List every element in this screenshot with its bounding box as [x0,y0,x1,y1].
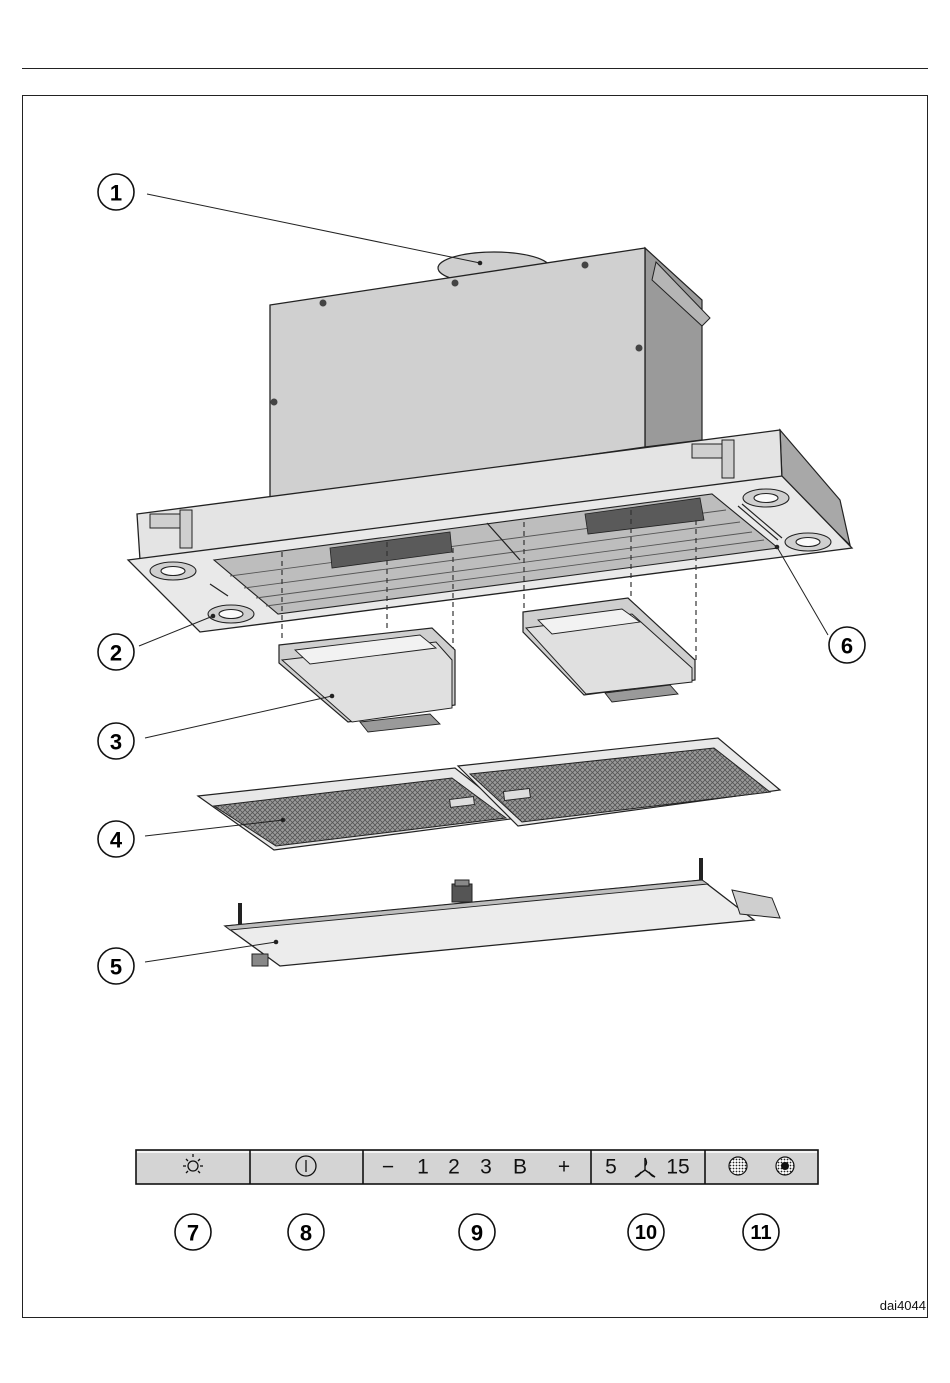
fan-plus-button[interactable]: + [558,1156,570,1179]
charcoal-filter-indicator [776,1157,794,1175]
fan-boost-button[interactable]: B [513,1156,527,1179]
filter-tray-left [279,628,455,732]
callout-7-label: 7 [187,1221,199,1246]
filter-tray-right [523,598,695,702]
callout-5-label: 5 [110,955,122,980]
grease-filter-indicator [729,1157,747,1175]
fan-speed-2-button[interactable]: 2 [448,1156,460,1179]
fan-minus-button[interactable]: − [382,1156,394,1179]
grease-filters [198,738,780,850]
run-on-5-label: 5 [605,1156,617,1179]
callout-3-label: 3 [110,730,122,755]
callout-9-label: 9 [471,1221,483,1246]
charcoal-filter-icon-center [781,1162,789,1170]
callout-6-label: 6 [841,634,853,659]
callout-10-label: 10 [635,1222,657,1244]
control-panel: − 1 2 3 B + 5 15 [136,1150,818,1184]
callout-8-label: 8 [300,1221,312,1246]
fan-speed-1-button[interactable]: 1 [417,1156,429,1179]
figure-code: dai4044 [880,1298,926,1313]
callout-4-label: 4 [110,828,123,853]
power-button[interactable] [251,1151,362,1183]
fan-speed-3-button[interactable]: 3 [480,1156,492,1179]
light-button[interactable] [137,1151,249,1183]
callout-2-label: 2 [110,641,122,666]
grease-filter-icon [729,1157,747,1175]
cover-panel [225,858,780,966]
callout-1-label: 1 [110,181,122,206]
run-on-15-label: 15 [666,1156,689,1179]
callout-11-label: 11 [750,1222,771,1244]
